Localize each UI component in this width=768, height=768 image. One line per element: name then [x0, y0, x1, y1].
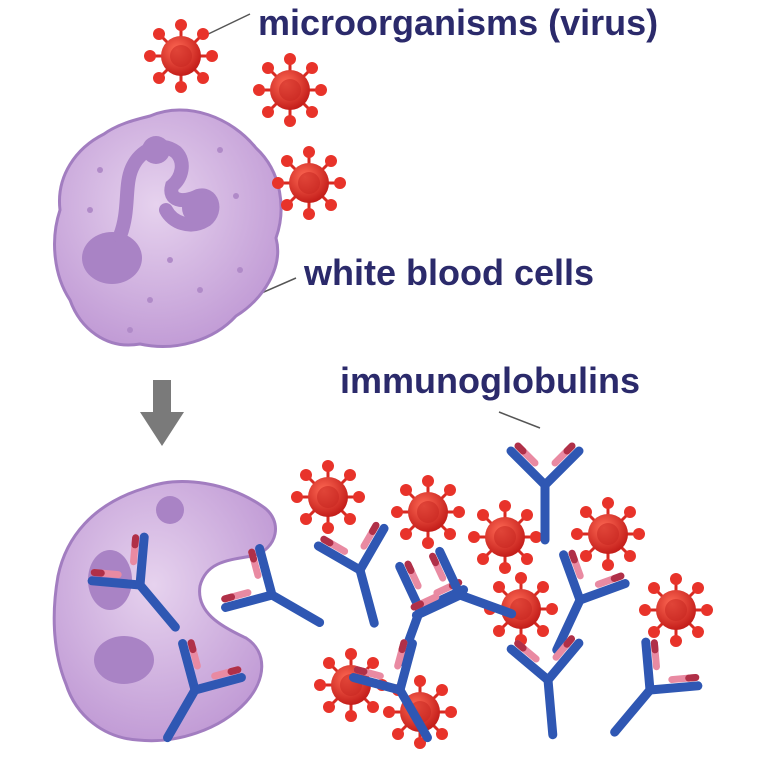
antibody-icon	[589, 638, 702, 754]
virus-icon	[251, 51, 329, 129]
virus-icon	[270, 144, 348, 222]
antibody-icon	[511, 638, 587, 738]
virus-icon	[466, 498, 544, 576]
virus-icon	[142, 17, 220, 95]
virus-icon	[637, 571, 715, 649]
down-arrow-icon	[140, 380, 184, 446]
antibody-icon	[317, 524, 407, 632]
virus-icon	[289, 458, 367, 536]
virus-icon	[569, 495, 647, 573]
immunoglobulins-label: immunoglobulins	[340, 360, 640, 401]
virus-icon	[389, 473, 467, 551]
microorganisms-label: microorganisms (virus)	[258, 2, 659, 43]
virus-leader-line	[201, 13, 251, 38]
white-blood-cells-label: white blood cells	[304, 252, 595, 293]
ig-leader-line	[498, 411, 541, 429]
white-blood-cell-icon	[53, 108, 283, 348]
